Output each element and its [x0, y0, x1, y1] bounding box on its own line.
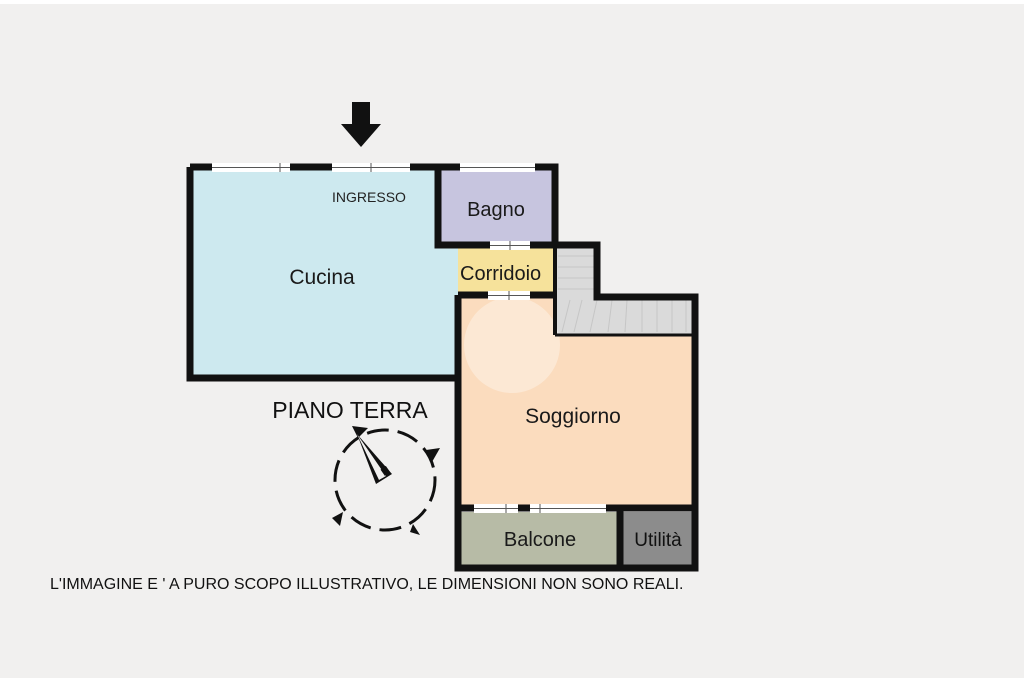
room-label-cucina: Cucina: [289, 266, 355, 289]
room-cucina: [190, 167, 458, 377]
room-label-corridoio: Corridoio: [460, 263, 541, 285]
entrance-door: [332, 163, 410, 172]
walls: [186, 163, 699, 572]
window: [460, 163, 535, 172]
floor-label: PIANO TERRA: [272, 397, 428, 423]
watermark-circle: [464, 297, 560, 393]
room-label-soggiorno: Soggiorno: [525, 405, 621, 428]
room-utilita: [620, 512, 695, 568]
room-label-balcone: Balcone: [504, 529, 576, 551]
disclaimer-text: L'IMMAGINE E ' A PURO SCOPO ILLUSTRATIVO…: [50, 576, 684, 593]
window: [212, 163, 290, 172]
door-soggiorno: [488, 291, 530, 300]
window-balcone: [530, 504, 606, 513]
room-label-bagno: Bagno: [467, 199, 525, 221]
compass-icon: N: [332, 426, 440, 535]
door-bagno: [490, 241, 530, 250]
floorplan-svg: INGRESSO Cucina Bagno Corridoio Soggiorn…: [50, 102, 699, 593]
floorplan-canvas: INGRESSO Cucina Bagno Corridoio Soggiorn…: [0, 4, 1024, 678]
room-balcone: [458, 512, 620, 568]
window-balcone: [474, 504, 518, 513]
windows: [212, 163, 606, 513]
room-bagno: [438, 167, 555, 245]
room-label-utilita: Utilità: [634, 530, 682, 551]
staircase: [555, 245, 695, 335]
room-corridoio: [458, 245, 555, 295]
entrance-arrow-icon: [341, 102, 381, 147]
entrance-label: INGRESSO: [332, 189, 406, 205]
